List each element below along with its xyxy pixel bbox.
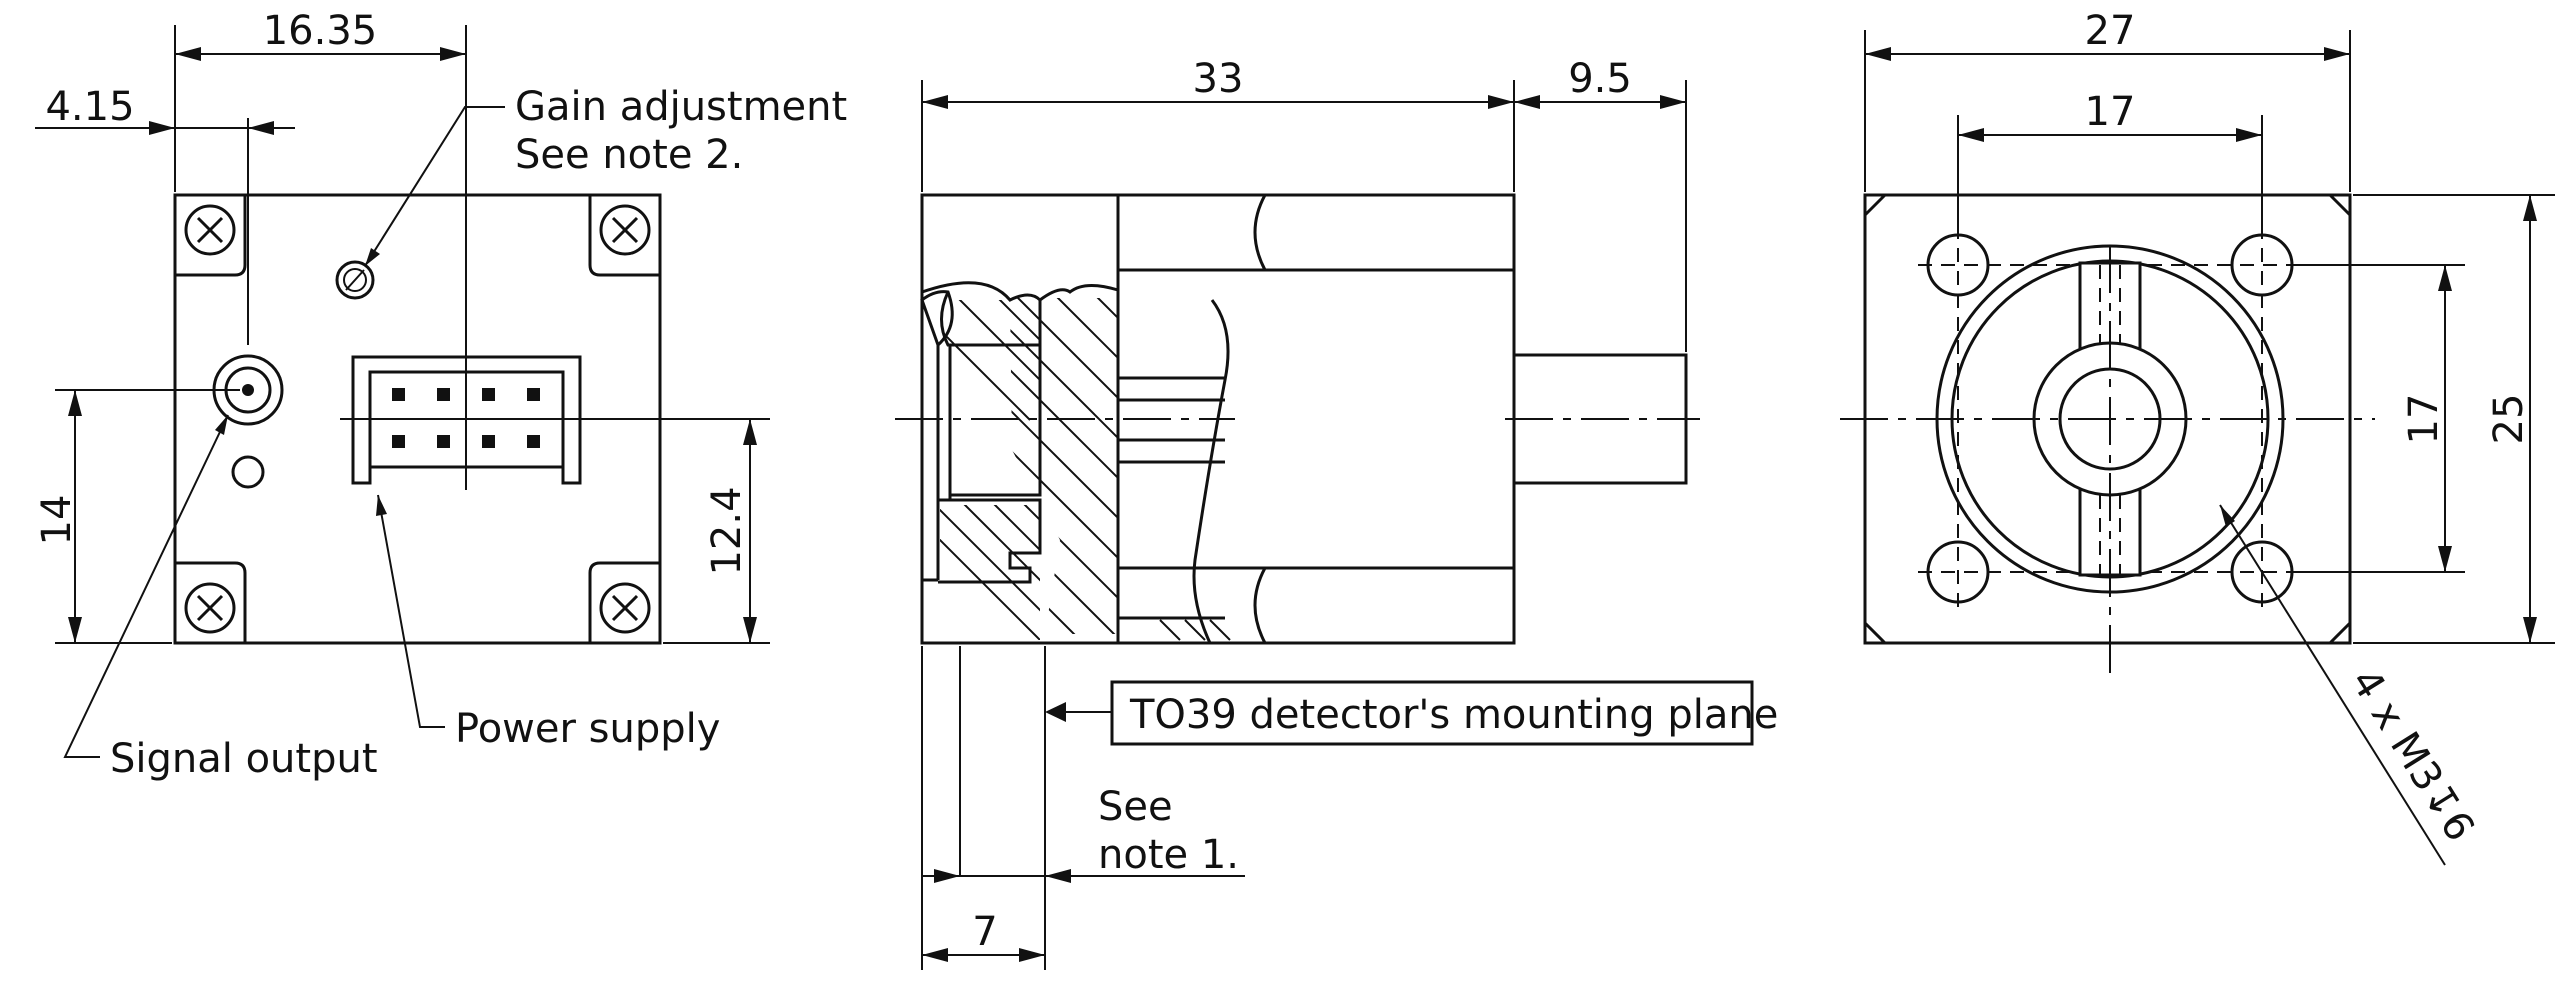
screw-icon	[184, 204, 236, 256]
dim-front-height-left: 14	[34, 495, 80, 546]
front-hole	[231, 455, 265, 489]
dim-front-offset: 4.15	[45, 84, 134, 130]
mounting-plane-callout	[1110, 680, 1754, 746]
dim-end-height: 25	[2486, 394, 2532, 445]
dim-front-height-right: 12.4	[704, 486, 750, 575]
corner-tab-bottom-left	[175, 561, 247, 643]
gain-potentiometer-icon	[335, 260, 375, 300]
dim-side-depth: 7	[972, 909, 997, 955]
screw-icon	[184, 582, 236, 634]
dim-hole-spacing-horizontal: 17	[2085, 89, 2136, 135]
screw-icon	[599, 204, 651, 256]
dim-side-length: 33	[1193, 56, 1244, 102]
corner-tab-top-right	[588, 195, 660, 277]
label-thread-callout: 4 x M3↧6	[2342, 661, 2484, 849]
corner-tab-top-left	[175, 195, 247, 277]
label-gain-adjustment: Gain adjustment	[515, 84, 847, 130]
dim-front-width: 16.35	[263, 8, 378, 54]
dim-end-width: 27	[2085, 8, 2136, 54]
dim-hole-spacing-vertical: 17	[2401, 394, 2447, 445]
label-see: See	[1098, 784, 1173, 830]
dim-connector-length: 9.5	[1568, 56, 1632, 102]
front-view: 16.35 4.15 14 12.4 Gain adjustment See n…	[34, 8, 847, 782]
section-hatch	[1159, 619, 1231, 641]
label-note-1: note 1.	[1098, 832, 1239, 878]
screw-icon	[599, 582, 651, 634]
corner-tab-bottom-right	[588, 561, 660, 643]
mounting-hole	[1926, 233, 1990, 297]
section-hatch	[935, 300, 1040, 421]
side-view: 33 9.5 7 See note 1. TO39 detector's mou…	[895, 56, 1778, 970]
label-power-supply: Power supply	[455, 706, 720, 752]
section-hatch	[938, 298, 1118, 634]
label-signal-output: Signal output	[110, 736, 378, 782]
end-view: 27 17 17 25 4 x M3↧6	[1840, 8, 2555, 866]
label-see-note-2: See note 2.	[515, 132, 743, 178]
label-mounting-plane: TO39 detector's mounting plane	[1129, 692, 1778, 738]
section-hatch	[940, 505, 1040, 640]
